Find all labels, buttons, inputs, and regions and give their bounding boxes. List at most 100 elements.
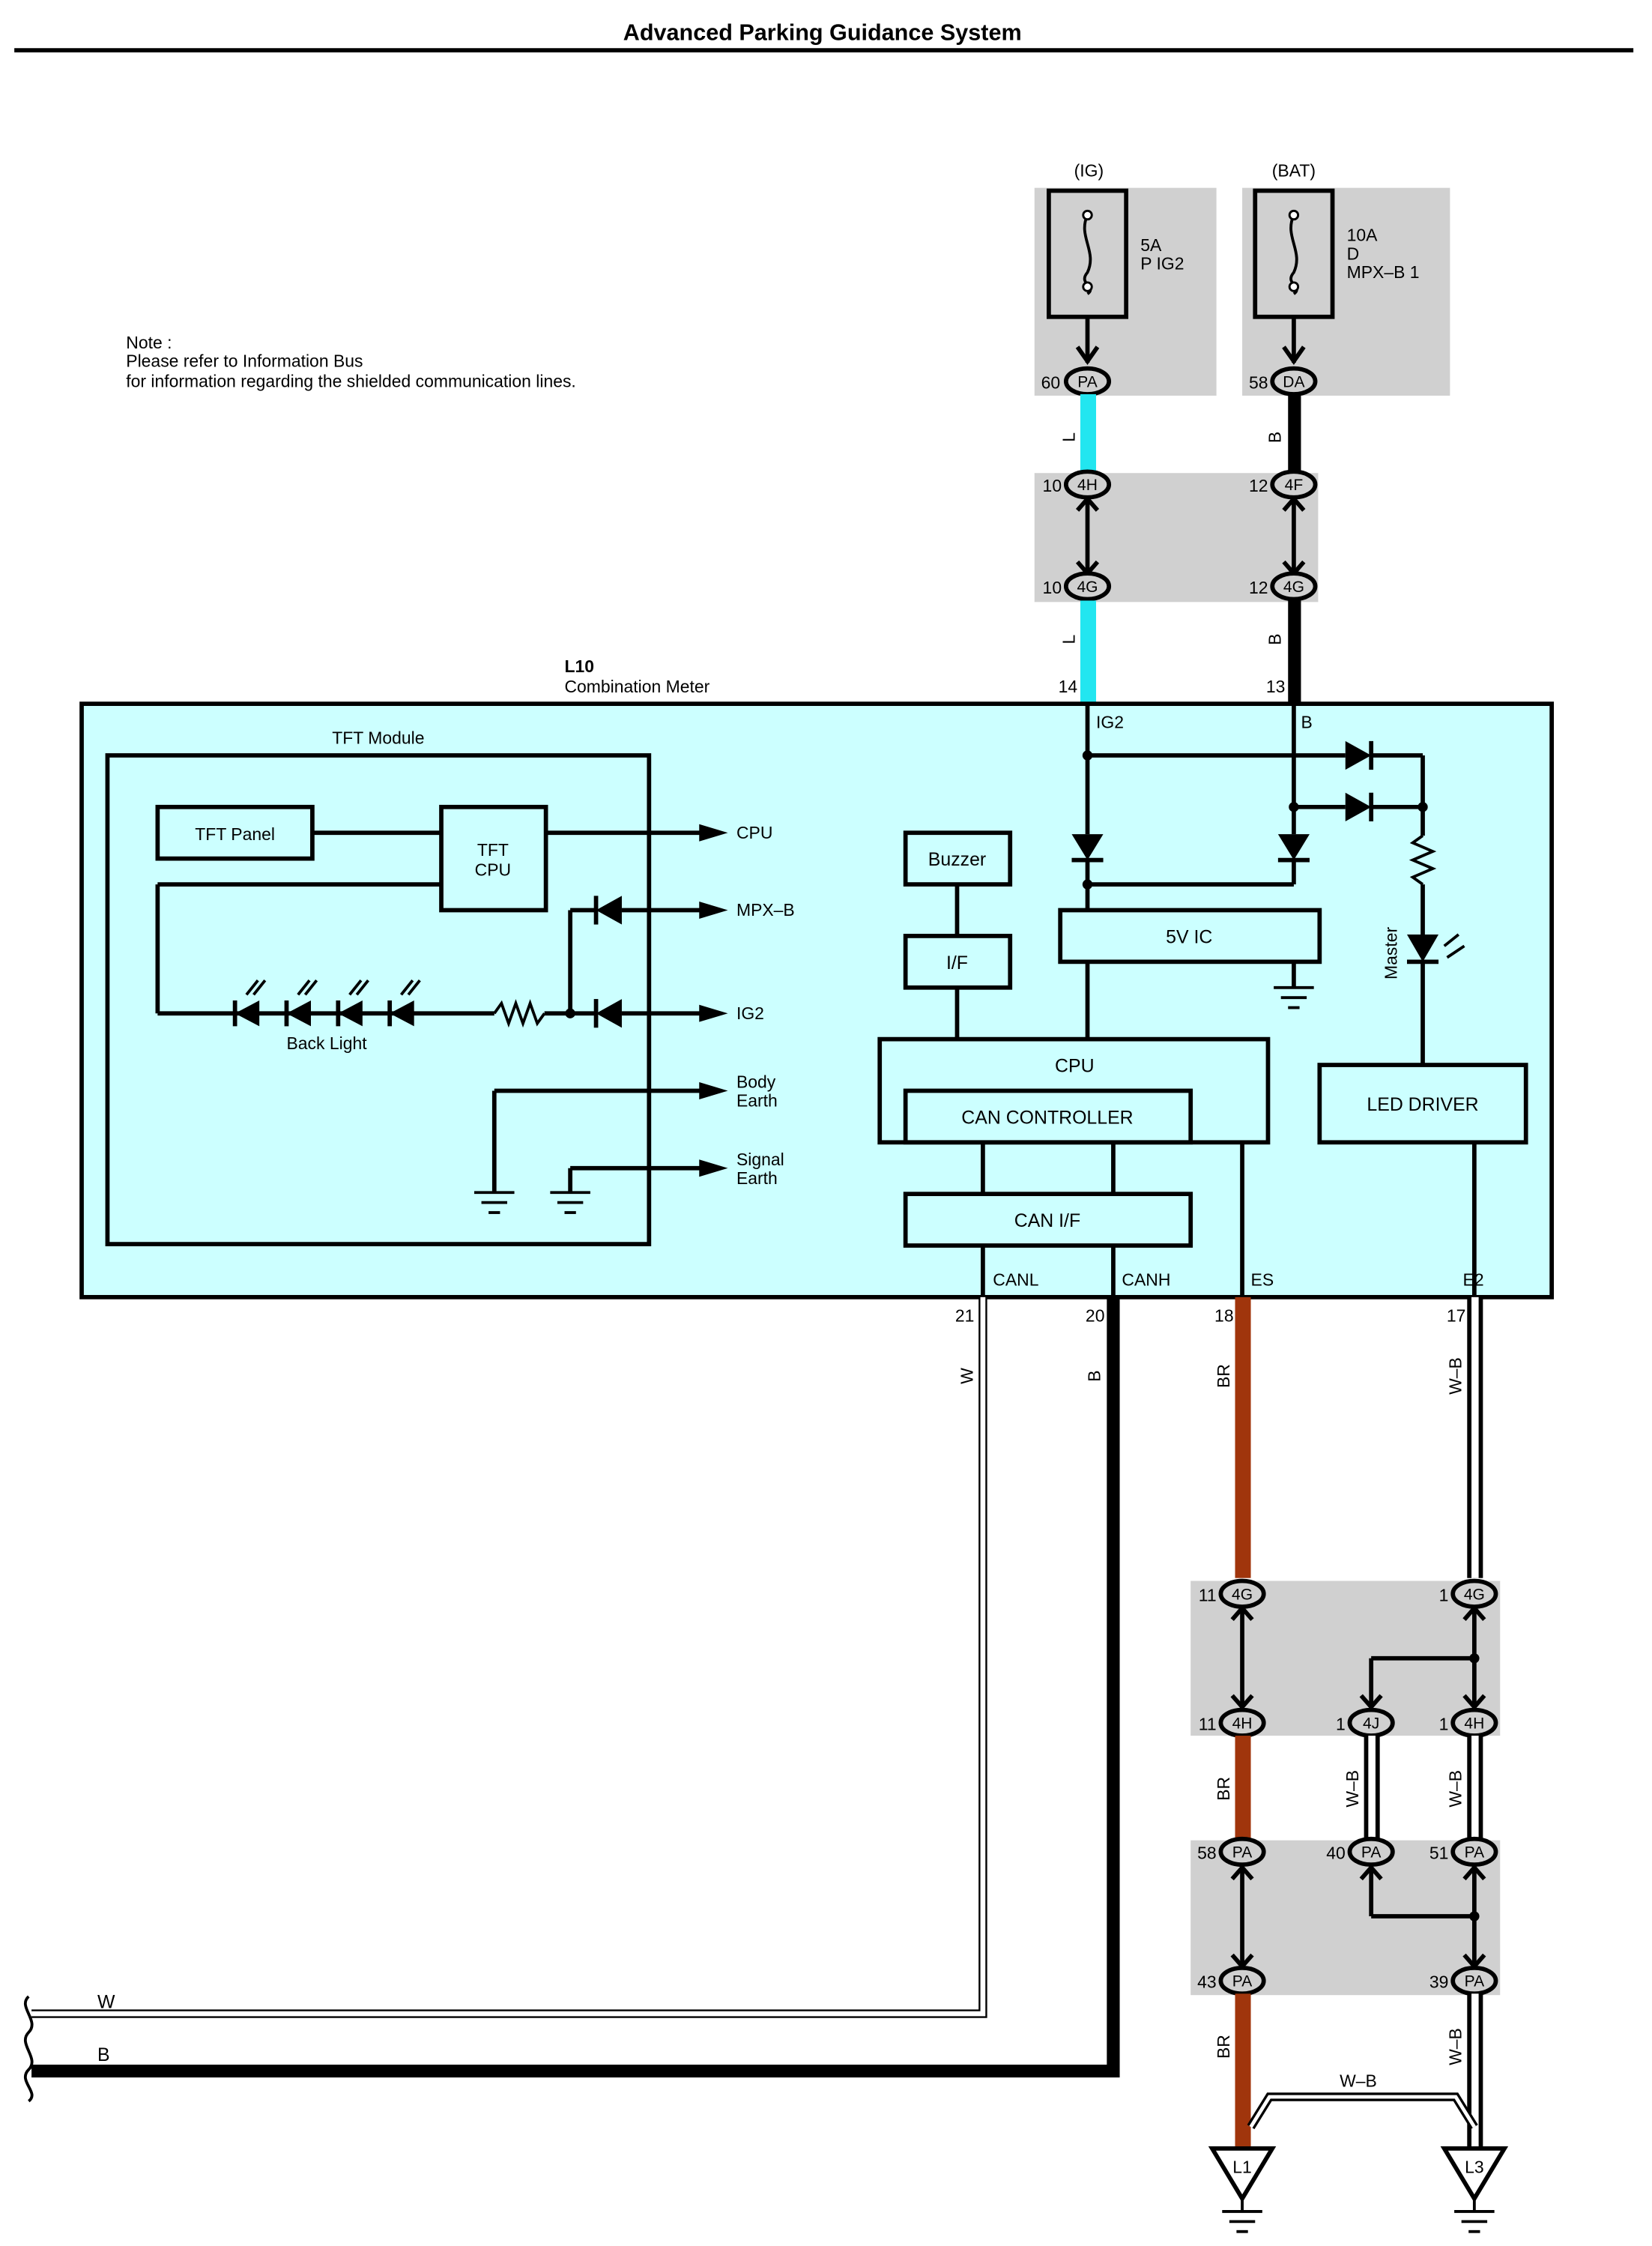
wire-wb-2 [1368,1736,1376,1841]
connector-label: 4J [1363,1715,1379,1732]
fuse-ig-name: P IG2 [1140,254,1184,274]
meter-name: Combination Meter [564,677,709,696]
fuse-ig: (IG) 5A P IG2 60 PA [1034,160,1217,396]
left-wire-w-label: W [97,1991,115,2012]
fuse-bat-source: (BAT) [1272,160,1316,180]
back-light-label: Back Light [286,1033,367,1053]
term-es: ES [1251,1270,1274,1290]
pin-es: 18 [1214,1305,1234,1325]
ground-body-icon [474,1191,515,1214]
connector-label: 4F [1285,477,1304,494]
meter-pin-ig2: 14 [1059,677,1078,696]
fuse-ig-pin: 60 [1041,372,1061,392]
fuse-bat: (BAT) 10A D MPX–B 1 58 DA [1242,160,1450,396]
wire-break-icon [23,1995,34,2103]
connector-label: PA [1361,1844,1381,1862]
connector-label: 4G [1077,579,1098,596]
fuse-bat-pin: 58 [1249,372,1268,392]
connector-4g [1270,571,1318,602]
wire-l-lower [1080,600,1096,706]
left-wire-b-label: B [97,2044,110,2065]
pin-number: 10 [1043,578,1062,597]
led-driver [1317,1063,1528,1145]
back-light-leds [232,979,421,1027]
fuse-ig-source: (IG) [1074,160,1104,180]
tft-module [105,753,652,1246]
tft-out-ig2: IG2 [736,1003,764,1023]
pin-number: 43 [1197,1972,1217,1992]
junction-top-left: 10 4H 10 4G [1043,469,1112,602]
tft-cpu-label-2: CPU [475,860,511,880]
term-canh: CANH [1122,1270,1170,1290]
tft-out-cpu: CPU [736,823,772,842]
wire-label-br-3: BR [1214,2035,1233,2059]
wire-label-b-3: B [1085,1370,1104,1381]
junction-top-right: 12 4F 12 4G [1249,469,1318,602]
connector-label: 4H [1232,1715,1253,1732]
ground-l3-label: L3 [1465,2157,1484,2176]
wire-l-upper [1080,394,1096,474]
wire-label-wb-1: W–B [1446,1357,1465,1395]
connector-pa-top [1063,366,1112,396]
wire-br-3 [1235,1993,1251,2149]
fuse-bat-name: MPX–B 1 [1347,262,1420,282]
tft-cpu [439,804,548,913]
fuse-ig-amp: 5A [1140,235,1162,255]
connector-4g [1063,571,1112,602]
note-line-1: Note : [126,333,172,352]
buzzer-if-label: I/F [946,953,968,973]
fuse-bat-line2: D [1347,244,1360,263]
wire-label-l-2: L [1059,635,1078,644]
diode-b-2 [1345,792,1372,821]
can-controller [903,1088,1193,1145]
pin-number: 1 [1439,1714,1449,1733]
pin-number: 11 [1199,1585,1217,1604]
connector-label: DA [1283,373,1304,390]
connector-label: 4G [1464,1586,1485,1603]
connector-pa [1450,1836,1498,1868]
connector-label: PA [1232,1844,1252,1862]
resistor [493,999,546,1028]
pin-canl: 21 [955,1305,975,1325]
wire-b-canh [31,1296,1120,2078]
tft-panel-label: TFT Panel [195,824,275,844]
can-controller-label: CAN CONTROLLER [961,1107,1133,1128]
diode-ig2 [596,999,622,1028]
ic-5v-label: 5V IC [1166,926,1212,947]
meter-code: L10 [564,656,594,676]
ic-5v [1058,908,1322,964]
connector-label: PA [1465,1844,1484,1862]
wire-br-1 [1235,1296,1251,1578]
ground-5v-icon [1274,985,1314,1009]
diode-b-5v [1277,834,1310,860]
meter-pin-b: 13 [1266,677,1286,696]
pin-e2: 17 [1447,1305,1466,1325]
pin-number: 12 [1249,476,1268,495]
connector-label: PA [1465,1973,1484,1990]
tft-out-signal-earth-2: Earth [736,1168,778,1188]
wire-br-2 [1235,1736,1251,1841]
term-canl: CANL [993,1270,1038,1290]
wire-wb-link [1249,2095,1476,2128]
connector-4f [1270,469,1318,500]
ground-signal-icon [550,1191,590,1214]
pin-number: 58 [1197,1844,1217,1863]
connector-4g [1218,1578,1266,1609]
connector-label: PA [1232,1973,1252,1990]
connector-pa [1218,1836,1266,1868]
pin-number: 10 [1043,476,1062,495]
tft-out-signal-earth-1: Signal [736,1150,784,1169]
can-if-label: CAN I/F [1014,1210,1080,1231]
connector-pa [1347,1836,1395,1868]
note-line-3: for information regarding the shielded c… [126,371,576,390]
fuse-bat-amp: 10A [1347,225,1379,244]
diode-ig2-5v [1071,834,1104,860]
pin-number: 12 [1249,578,1268,597]
wire-label-wb-4: W–B [1446,2028,1465,2065]
tft-module-label: TFT Module [332,728,424,748]
term-e2: E2 [1463,1270,1484,1290]
tft-out-mpxb: MPX–B [736,900,795,920]
wire-w [31,1296,986,2017]
